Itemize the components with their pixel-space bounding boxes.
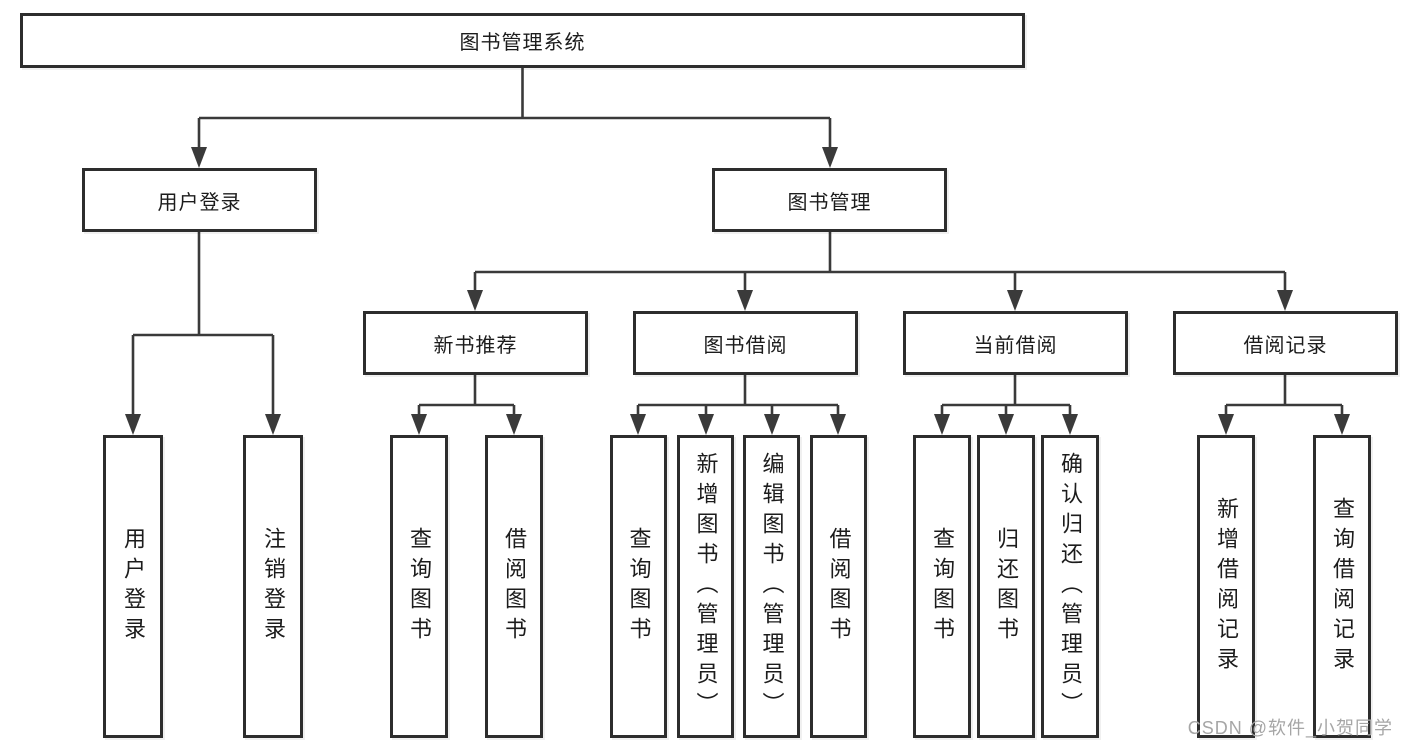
node-book-management: 图书管理 (712, 168, 947, 232)
node-leaf-query-books-borrow: 查询图书 (610, 435, 667, 738)
node-label: 查询图书 (626, 526, 652, 647)
node-label: 新增借阅记录 (1214, 496, 1239, 677)
node-leaf-borrow-books: 借阅图书 (810, 435, 867, 738)
csdn-watermark: CSDN @软件_小贺同学 (1187, 718, 1393, 738)
node-label: 用户登录 (121, 526, 146, 647)
node-label: 查询图书 (930, 526, 955, 647)
node-label: 查询借阅记录 (1330, 496, 1355, 677)
node-label: 借阅图书 (502, 526, 527, 647)
node-leaf-edit-books-admin: 编辑图书（管理员） (743, 435, 800, 738)
node-leaf-add-books-admin: 新增图书（管理员） (677, 435, 734, 738)
node-leaf-query-books-recommend: 查询图书 (390, 435, 448, 738)
node-label: 编辑图书（管理员） (759, 451, 785, 722)
node-label: 查询图书 (407, 526, 432, 647)
node-leaf-add-borrow-record: 新增借阅记录 (1197, 435, 1255, 738)
node-new-book-recommend: 新书推荐 (363, 311, 588, 375)
node-leaf-logout: 注销登录 (243, 435, 303, 738)
node-leaf-user-login: 用户登录 (103, 435, 163, 738)
node-leaf-borrow-books-recommend: 借阅图书 (485, 435, 543, 738)
node-label: 注销登录 (261, 526, 286, 647)
node-current-borrow: 当前借阅 (903, 311, 1128, 375)
node-book-borrow: 图书借阅 (633, 311, 858, 375)
node-user-login: 用户登录 (82, 168, 317, 232)
node-label: 借阅图书 (826, 526, 852, 647)
node-borrow-records: 借阅记录 (1173, 311, 1398, 375)
node-leaf-query-borrow-record: 查询借阅记录 (1313, 435, 1371, 738)
node-leaf-return-books: 归还图书 (977, 435, 1035, 738)
node-label: 确认归还（管理员） (1058, 451, 1083, 722)
node-label: 归还图书 (994, 526, 1019, 647)
node-leaf-query-books-current: 查询图书 (913, 435, 971, 738)
node-leaf-confirm-return-admin: 确认归还（管理员） (1041, 435, 1099, 738)
node-library-management-system: 图书管理系统 (20, 13, 1025, 68)
node-label: 新增图书（管理员） (693, 451, 719, 722)
